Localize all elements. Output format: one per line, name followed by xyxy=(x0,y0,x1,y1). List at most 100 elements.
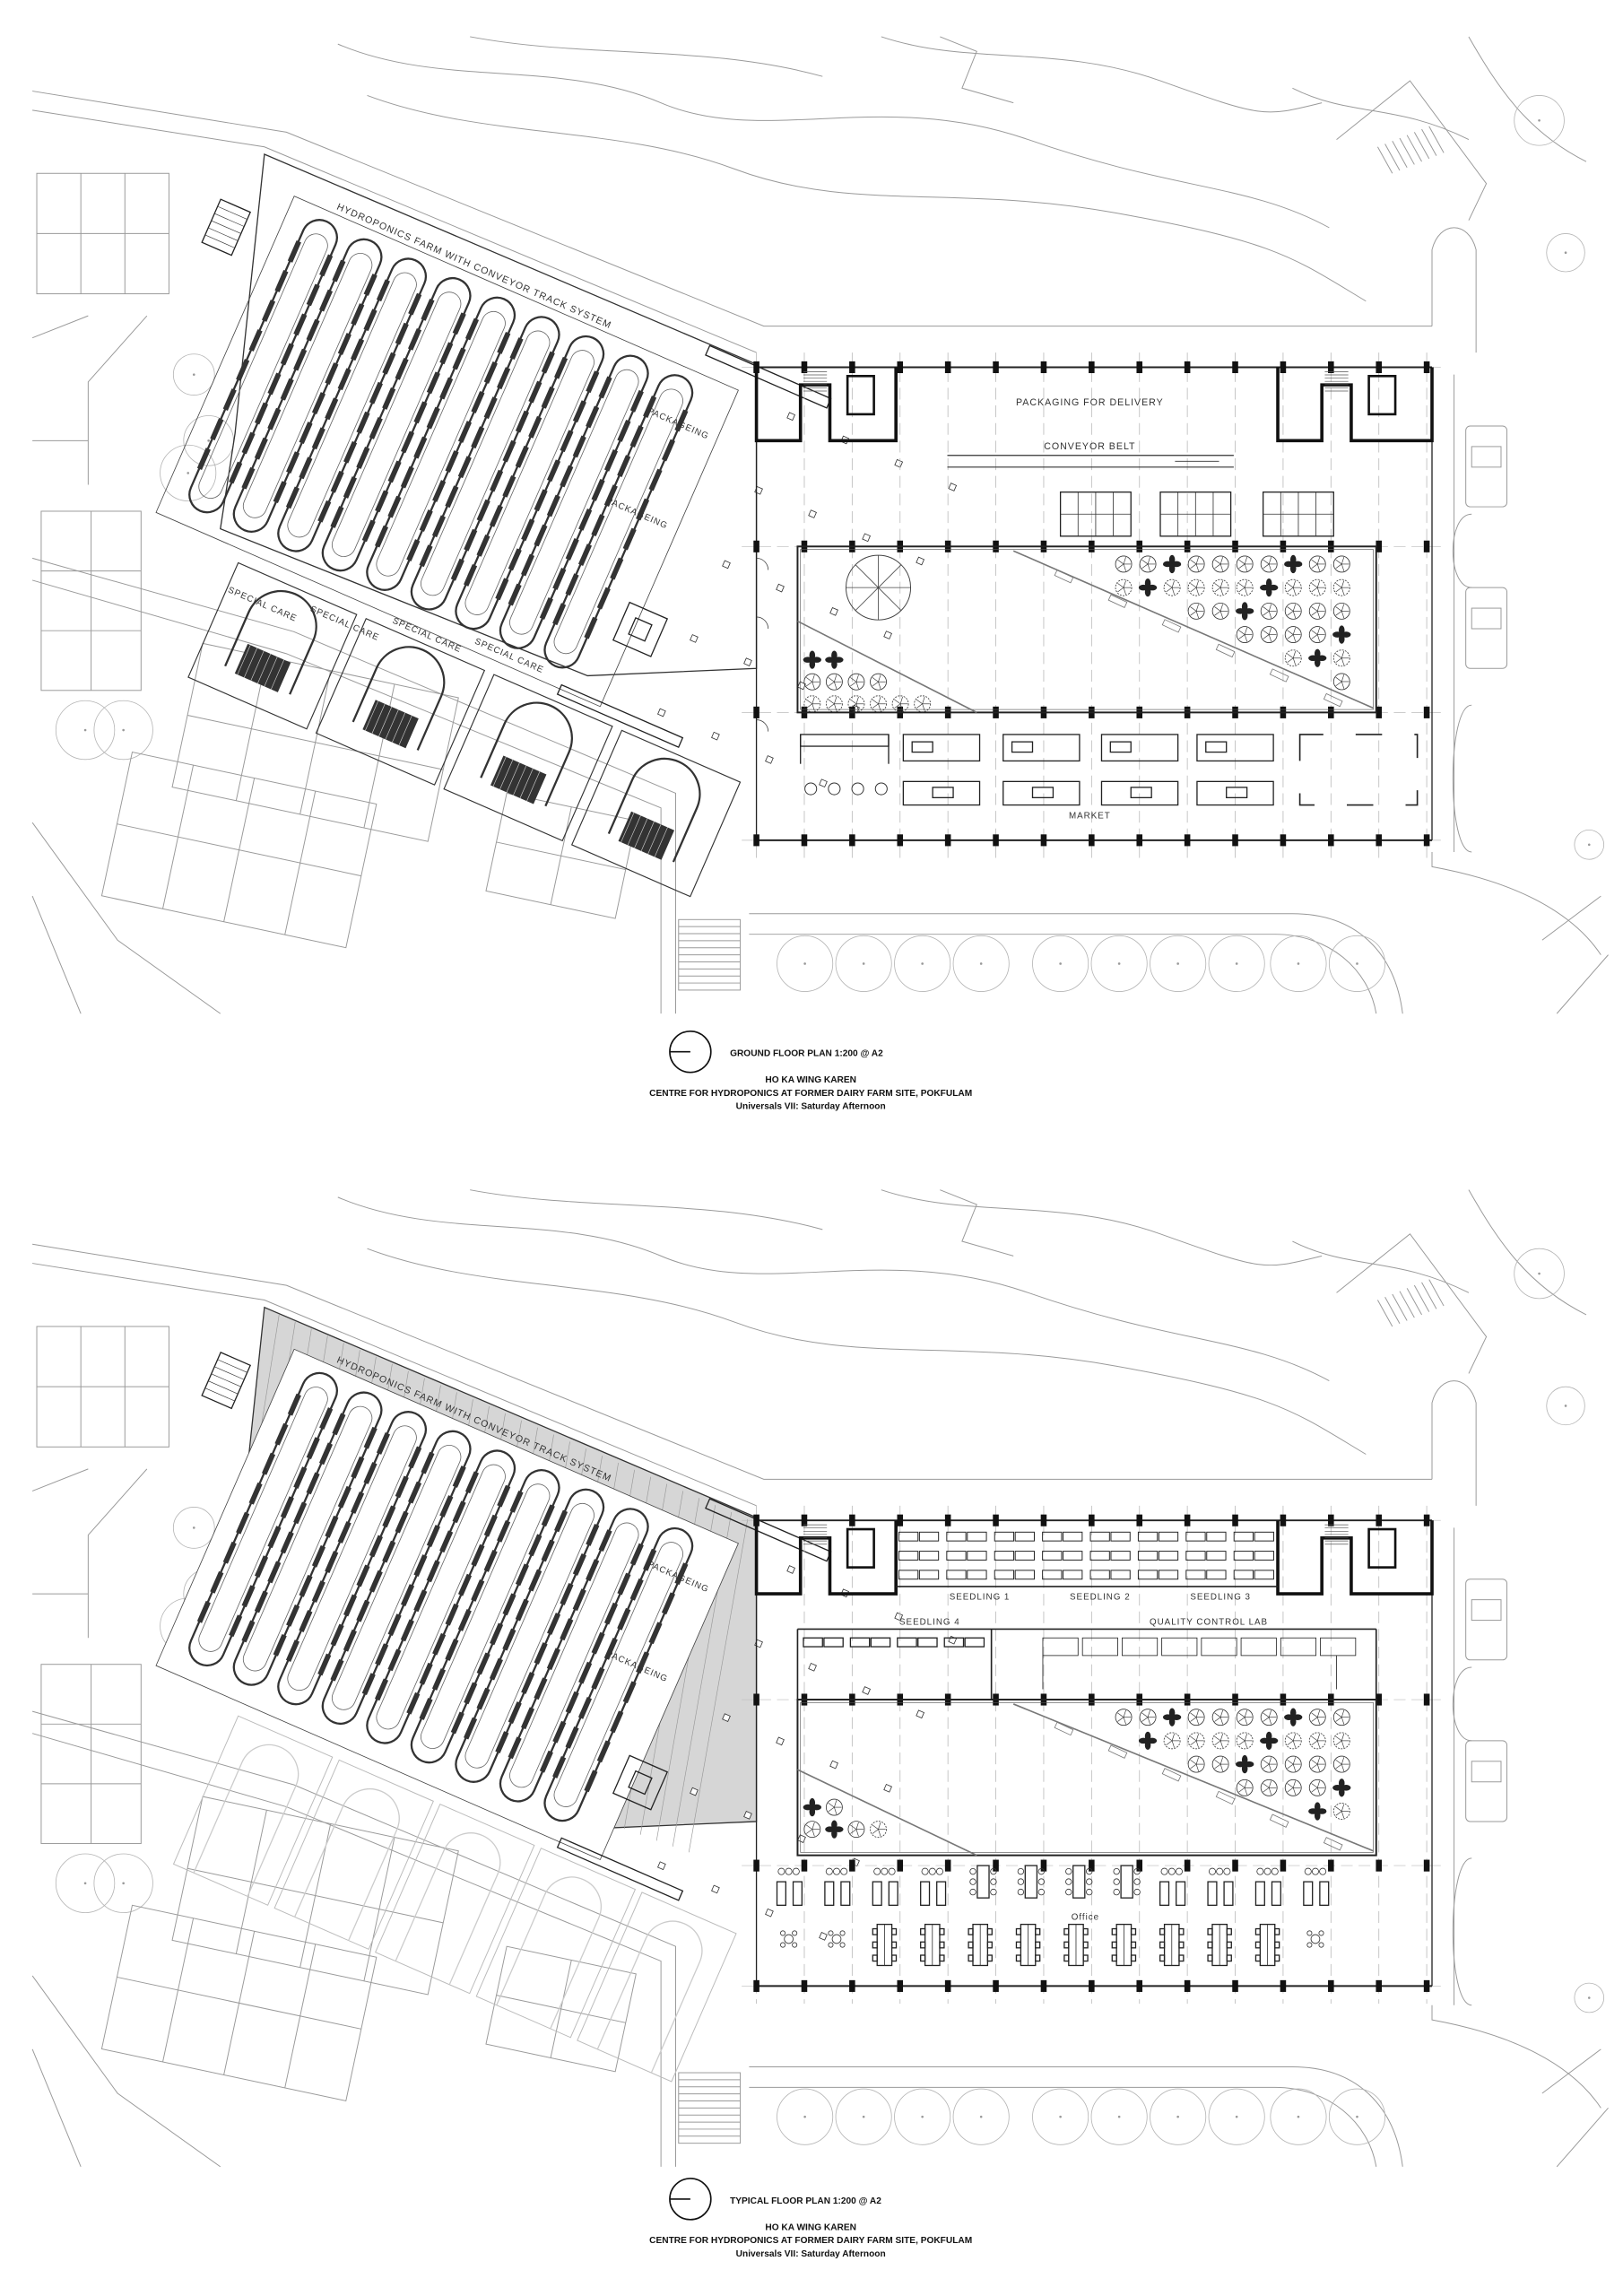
plant-outline xyxy=(1236,1779,1254,1796)
planter-rack xyxy=(387,1648,402,1672)
seedling-rack xyxy=(967,1570,987,1580)
plant-leaf xyxy=(1117,1712,1124,1718)
planter-rack xyxy=(267,1561,282,1584)
stair-well xyxy=(628,617,653,642)
round-table xyxy=(784,1934,794,1944)
chair-icon xyxy=(935,1867,943,1875)
car-body xyxy=(1465,1740,1508,1822)
car-windscreen xyxy=(1471,607,1502,630)
stall xyxy=(1196,734,1274,762)
planter-rack xyxy=(565,1726,579,1749)
column xyxy=(944,834,951,847)
rack-line xyxy=(398,715,412,746)
plant-icon xyxy=(1260,1709,1278,1726)
workstation xyxy=(1015,1923,1041,1967)
planter-rack xyxy=(515,1598,529,1622)
planter-rack xyxy=(299,422,313,444)
planter-rack xyxy=(483,1514,498,1537)
plant-leaf xyxy=(1244,1740,1248,1748)
track xyxy=(543,374,694,669)
chair-icon xyxy=(780,1942,786,1948)
tree-icon xyxy=(1574,1982,1605,2013)
plant-leaf xyxy=(1219,587,1223,596)
seedling-rack xyxy=(898,1531,919,1542)
road-edge xyxy=(1541,895,1609,1014)
planter-rack xyxy=(464,317,480,341)
contour-line xyxy=(940,36,1014,104)
plant-leaf xyxy=(1238,1735,1245,1742)
seedling-rack xyxy=(918,1570,940,1580)
desk xyxy=(1319,1881,1330,1906)
planter-rack xyxy=(306,1437,320,1460)
seedling-rack xyxy=(1063,1531,1083,1542)
plant-icon xyxy=(1284,1755,1302,1773)
plant-leaf xyxy=(1219,1709,1223,1718)
chair-icon xyxy=(1274,1927,1280,1935)
plant-outline xyxy=(1187,578,1205,596)
plant-leaf xyxy=(834,1806,838,1814)
conveyor-loop xyxy=(455,1488,605,1783)
plant-leaf xyxy=(878,696,881,704)
plant-icon xyxy=(1211,578,1229,596)
plant-icon xyxy=(825,650,844,669)
stair-tread xyxy=(204,234,235,248)
planter-rack xyxy=(541,386,555,409)
plant-leaf xyxy=(878,674,881,683)
column xyxy=(808,509,817,518)
planter-rack xyxy=(254,1590,268,1613)
packing-table xyxy=(1059,491,1132,537)
tree-trunk-icon xyxy=(921,2115,924,2118)
plant-leaf xyxy=(1263,1760,1270,1765)
tree-icon xyxy=(1328,2088,1385,2145)
plant-leaf xyxy=(1123,557,1126,565)
workstation xyxy=(920,1867,947,1906)
column xyxy=(1040,361,1047,374)
planter-rack xyxy=(552,1720,567,1744)
column xyxy=(711,731,720,741)
planter-rack xyxy=(306,318,320,342)
plant-leaf xyxy=(1214,587,1221,593)
plant-leaf xyxy=(1214,611,1221,616)
plant-icon xyxy=(1139,1709,1157,1726)
planter-rack xyxy=(362,700,419,749)
tree-icon xyxy=(952,935,1010,992)
column xyxy=(753,540,759,552)
plant-icon xyxy=(1308,578,1326,596)
planter-rack xyxy=(387,495,402,518)
plant-leaf xyxy=(855,696,859,704)
planter-rack xyxy=(407,327,422,351)
planter-rack xyxy=(560,1618,574,1641)
plant-outline xyxy=(1115,578,1133,596)
planter-rack xyxy=(248,1482,263,1505)
conveyor-loop xyxy=(277,257,428,552)
conveyor xyxy=(556,1837,684,1901)
chair-icon xyxy=(1263,1867,1271,1875)
tree-icon xyxy=(172,1507,215,1549)
planter-rack xyxy=(674,409,689,432)
plant-leaf xyxy=(1263,634,1270,639)
plant-outline xyxy=(1260,1779,1278,1796)
planter-rack xyxy=(508,583,522,606)
planter-rack xyxy=(572,400,586,423)
rack-line xyxy=(378,706,393,737)
column xyxy=(1328,1859,1334,1872)
column xyxy=(801,361,808,374)
seedling-rack xyxy=(1137,1570,1159,1580)
planter-rack xyxy=(552,1756,567,1779)
main-building xyxy=(742,352,1447,858)
planter-rack xyxy=(495,578,509,601)
stair-icon xyxy=(1421,128,1437,156)
plant-leaf xyxy=(1263,1717,1270,1722)
track-inner xyxy=(287,272,417,538)
plant-outline xyxy=(1260,555,1278,573)
packaging-label: PACKAGEING xyxy=(646,406,710,442)
stair-icon xyxy=(1384,1297,1401,1324)
car-icon xyxy=(1465,425,1508,508)
door xyxy=(756,719,769,732)
plant-icon xyxy=(1284,1708,1303,1726)
planter-rack xyxy=(356,1599,370,1622)
plant-leaf xyxy=(1123,1709,1126,1718)
plant-leaf xyxy=(1311,634,1318,639)
canopy-spoke xyxy=(878,587,902,611)
plant-outline xyxy=(1332,673,1350,691)
